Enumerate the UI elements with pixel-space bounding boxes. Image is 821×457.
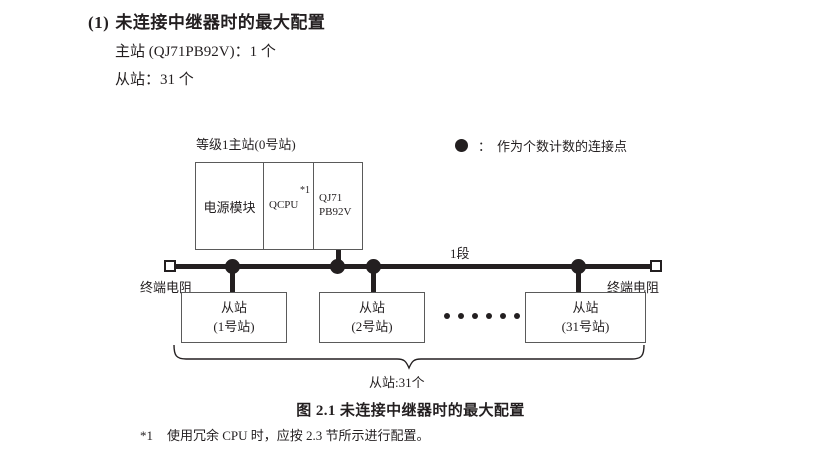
slave-31-drop-line bbox=[576, 266, 581, 293]
slave-1-drop-line bbox=[230, 266, 235, 293]
terminator-left-icon bbox=[164, 260, 176, 272]
slave-1-station: (1号站) bbox=[213, 318, 255, 334]
ellipsis-dot bbox=[486, 313, 492, 319]
ellipsis-dot bbox=[500, 313, 506, 319]
footnote-mark: *1 bbox=[140, 428, 153, 443]
footnote-text: 使用冗余 CPU 时，应按 2.3 节所示进行配置。 bbox=[167, 428, 430, 443]
power-supply-module: 电源模块 bbox=[203, 199, 256, 215]
segment-label: 1段 bbox=[450, 246, 470, 261]
spec-master-count: 主站 (QJ71PB92V)：1 个 bbox=[115, 44, 276, 60]
connection-point-master bbox=[330, 259, 345, 274]
master-station-rack: 电源模块 *1 QCPU QJ71 PB92V bbox=[195, 162, 363, 250]
qj71pb92v-label-line1: QJ71 bbox=[319, 192, 343, 205]
section-number: (1) bbox=[88, 13, 110, 32]
slave-1-name: 从站 bbox=[220, 299, 247, 315]
slave-station-1: 从站 (1号站) bbox=[181, 292, 287, 343]
slave-31-station: (31号站) bbox=[561, 318, 610, 334]
ellipsis-dot bbox=[444, 313, 450, 319]
terminator-left-label: 终端电阻 bbox=[140, 280, 193, 295]
qj71pb92v-module: QJ71 PB92V bbox=[314, 163, 364, 249]
section-heading: (1) 未连接中继器时的最大配置 bbox=[88, 8, 325, 33]
slave-2-name: 从站 bbox=[358, 299, 385, 315]
terminator-right-icon bbox=[650, 260, 662, 272]
ellipsis-dot bbox=[458, 313, 464, 319]
slave-group-label: 从站:31个 bbox=[369, 375, 425, 390]
spec-slave-count: 从站：31 个 bbox=[115, 72, 194, 88]
ellipsis-dots bbox=[444, 313, 520, 319]
master-station-title: 等级1主站(0号站) bbox=[196, 137, 296, 152]
slave-group-brace bbox=[173, 344, 645, 370]
figure-caption: 图 2.1 未连接中继器时的最大配置 bbox=[296, 403, 525, 419]
ellipsis-dot bbox=[472, 313, 478, 319]
footnote-mark-1: *1 bbox=[300, 185, 310, 196]
slave-2-drop-line bbox=[371, 266, 376, 293]
ellipsis-dot bbox=[514, 313, 520, 319]
terminator-right-label: 终端电阻 bbox=[607, 280, 660, 295]
slave-2-station: (2号站) bbox=[351, 318, 393, 334]
slave-31-name: 从站 bbox=[572, 299, 599, 315]
legend: ： 作为个数计数的连接点 bbox=[455, 136, 627, 155]
filled-circle-icon bbox=[455, 139, 468, 152]
legend-label: 作为个数计数的连接点 bbox=[497, 139, 628, 154]
qcpu-label: QCPU bbox=[269, 199, 299, 211]
legend-colon: ： bbox=[478, 139, 492, 154]
slave-station-31: 从站 (31号站) bbox=[525, 292, 646, 343]
footnote: *1 使用冗余 CPU 时，应按 2.3 节所示进行配置。 bbox=[140, 425, 430, 444]
master-drop-line bbox=[336, 250, 341, 266]
slave-station-2: 从站 (2号站) bbox=[319, 292, 425, 343]
qcpu-module: *1 QCPU bbox=[263, 163, 314, 249]
profibus-trunk-line bbox=[174, 264, 656, 269]
section-title: 未连接中继器时的最大配置 bbox=[115, 13, 326, 32]
qj71pb92v-label-line2: PB92V bbox=[319, 206, 352, 218]
